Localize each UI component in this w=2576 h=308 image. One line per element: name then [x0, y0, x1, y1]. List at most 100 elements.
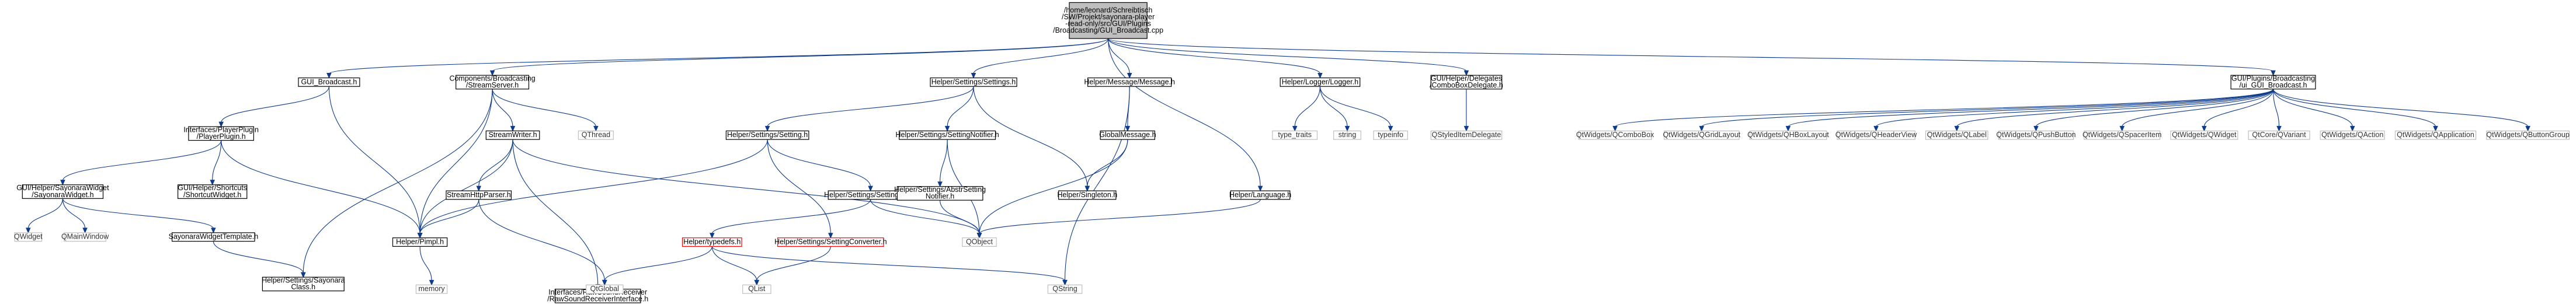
graph-node-q-spaceritem[interactable]: QtWidgets/QSpacerItem [2083, 130, 2161, 140]
graph-node-sayonarawidgettemplate[interactable]: SayonaraWidgetTemplate.h [169, 232, 259, 242]
graph-node-q-hboxlayout[interactable]: QtWidgets/QHBoxLayout [1747, 130, 1829, 140]
node-label: StreamWriter.h [488, 131, 537, 139]
graph-node-setting-h[interactable]: Helper/Settings/Setting.h [725, 130, 809, 140]
node-label: Helper/typedefs.h [683, 238, 741, 246]
graph-node-q-action[interactable]: QtWidgets/QAction [2320, 130, 2385, 140]
graph-node-streamhttpparser[interactable]: StreamHttpParser.h [446, 190, 512, 200]
node-label: /home/leonard/Schreibtisch [1064, 6, 1153, 14]
graph-node-qlist[interactable]: QList [742, 284, 771, 294]
edge-sayonarawidget-to-qmainwindow [62, 198, 86, 229]
node-label: Helper/Message/Message.h [1084, 78, 1175, 86]
edge-settingnotifier-to-abstractsettingnotifier [940, 139, 948, 183]
edge-streamwriter-to-streamhttpparser [478, 139, 513, 187]
graph-node-memory[interactable]: memory [415, 284, 448, 294]
node-label: QtWidgets/QHBoxLayout [1747, 131, 1829, 139]
edge-root-to-message-h [1108, 38, 1130, 74]
graph-node-globalmessage[interactable]: GlobalMessage.h [1099, 130, 1156, 140]
graph-node-language[interactable]: Helper/Language.h [1229, 190, 1291, 200]
graph-node-streamserver[interactable]: Components/Broadcasting/StreamServer.h [449, 75, 536, 90]
node-label: QtWidgets/QHeaderView [1835, 131, 1917, 139]
node-label: /PlayerPlugin.h [197, 132, 246, 141]
node-label: typeinfo [1378, 131, 1403, 139]
graph-node-q-headerview[interactable]: QtWidgets/QHeaderView [1835, 130, 1917, 140]
edge-arrowhead [1463, 70, 1469, 76]
graph-node-q-variant[interactable]: QtCore/QVariant [2248, 130, 2310, 140]
edge-playerplugin-to-sayonarawidget [62, 140, 222, 181]
edge-gui-broadcast-h-to-helper-pimpl [328, 86, 420, 234]
edge-logger-h-to-string [1319, 86, 1348, 127]
edge-message-h-to-qstring [1064, 86, 1130, 281]
edge-arrowhead [489, 70, 495, 76]
node-box [188, 126, 254, 141]
node-box [930, 77, 1017, 87]
node-box [1998, 130, 2074, 140]
graph-node-sayonarawidget[interactable]: GUI/Helper/SayonaraWidget/SayonaraWidget… [16, 184, 109, 199]
edge-playerplugin-to-helper-pimpl [221, 140, 420, 234]
graph-node-playerplugin[interactable]: Interfaces/PlayerPlugin/PlayerPlugin.h [183, 126, 259, 141]
node-label: QtWidgets/QGridLayout [1663, 131, 1740, 139]
edge-ui-gui-broadcast-to-q-hboxlayout [1788, 89, 2274, 127]
graph-node-string[interactable]: string [1333, 130, 1361, 140]
graph-node-message-h[interactable]: Helper/Message/Message.h [1084, 77, 1175, 87]
node-label: Helper/Settings/Setting.h [727, 131, 808, 139]
graph-node-settingconverter[interactable]: Helper/Settings/SettingConverter.h [774, 237, 887, 247]
graph-node-qstyleditemdelegate[interactable]: QStyledItemDelegate [1430, 130, 1503, 140]
edge-logger-h-to-type-traits [1294, 86, 1320, 127]
node-label: /ComboBoxDelegate.h [1430, 81, 1503, 89]
edge-ui-gui-broadcast-to-q-label [1956, 89, 2274, 127]
node-label: QtWidgets/QLabel [1927, 131, 1987, 139]
graph-node-q-label[interactable]: QtWidgets/QLabel [1925, 130, 1989, 140]
graph-node-settingnotifier[interactable]: Helper/Settings/SettingNotifier.h [896, 130, 999, 140]
node-box [1749, 130, 1827, 140]
edge-globalmessage-to-singleton [1087, 139, 1128, 187]
node-label: /SW/Projekt/sayonara-player [1062, 13, 1155, 21]
graph-node-q-pushbutton[interactable]: QtWidgets/QPushButton [1996, 130, 2076, 140]
graph-node-settings-h[interactable]: Helper/Settings/Settings.h [930, 77, 1017, 87]
graph-node-typeinfo[interactable]: typeinfo [1373, 130, 1408, 140]
edge-arrowhead [218, 121, 224, 128]
graph-node-logger-h[interactable]: Helper/Logger/Logger.h [1280, 77, 1361, 87]
graph-node-qwidget[interactable]: QWidget [14, 232, 43, 242]
graph-node-qtglobal[interactable]: QtGlobal [586, 284, 624, 294]
edge-streamhttpparser-to-helper-pimpl [419, 199, 479, 234]
graph-node-type-traits[interactable]: type_traits [1272, 130, 1318, 140]
graph-node-q-gridlayout[interactable]: QtWidgets/QGridLayout [1663, 130, 1741, 140]
graph-node-typedefs[interactable]: Helper/typedefs.h [682, 237, 742, 247]
edge-ui-gui-broadcast-to-q-widget-w [2203, 89, 2274, 127]
graph-node-q-buttongroup[interactable]: QtWidgets/QButtonGroup [2486, 130, 2570, 140]
edge-arrowhead [828, 233, 833, 239]
graph-node-qstring[interactable]: QString [1047, 284, 1083, 294]
graph-node-helper-pimpl[interactable]: Helper/Pimpl.h [392, 237, 448, 247]
graph-node-ui-gui-broadcast[interactable]: GUI/Plugins/Broadcasting/ui_GUI_Broadcas… [2230, 75, 2316, 90]
graph-node-streamwriter[interactable]: StreamWriter.h [485, 130, 540, 140]
node-label: Helper/Settings/SettingKey.h [824, 191, 917, 199]
graph-node-singleton[interactable]: Helper/Singleton.h [1057, 190, 1117, 200]
graph-node-gui-broadcast-h[interactable]: GUI_Broadcast.h [298, 77, 360, 87]
node-label: QThread [582, 131, 610, 139]
graph-node-combobox-delegate[interactable]: GUI/Helper/Delegates/ComboBoxDelegate.h [1430, 75, 1503, 90]
node-box [172, 232, 255, 242]
edge-arrowhead [326, 73, 332, 79]
edge-arrowhead [476, 186, 482, 192]
graph-node-qobject[interactable]: QObject [962, 237, 997, 247]
edge-settingkey-to-qobject [870, 199, 980, 234]
node-box [1047, 284, 1083, 294]
graph-node-q-application[interactable]: QtWidgets/QApplication [2394, 130, 2477, 140]
node-label: QtWidgets/QComboBox [1576, 131, 1654, 139]
node-box [2170, 130, 2238, 140]
graph-node-q-widget-w[interactable]: QtWidgets/QWidget [2170, 130, 2238, 140]
edge-arrowhead [1785, 125, 1791, 132]
node-box [896, 186, 983, 201]
edge-streamserver-to-qthread [492, 89, 596, 127]
graph-node-qthread[interactable]: QThread [578, 130, 614, 140]
graph-node-q-combobox[interactable]: QtWidgets/QComboBox [1576, 130, 1654, 140]
edge-arrowhead [1257, 186, 1263, 192]
edge-arrowhead [2525, 125, 2530, 132]
graph-node-shortcutwidget[interactable]: GUI/Helper/Shortcuts/ShortcutWidget.h [178, 184, 248, 199]
node-label: Helper/Settings/AbstrSetting [894, 186, 986, 194]
graph-node-root[interactable]: /home/leonard/Schreibtisch/SW/Projekt/sa… [1053, 2, 1163, 39]
graph-node-qmainwindow[interactable]: QMainWindow [61, 232, 109, 242]
edge-typedefs-to-qstring [711, 246, 1066, 281]
